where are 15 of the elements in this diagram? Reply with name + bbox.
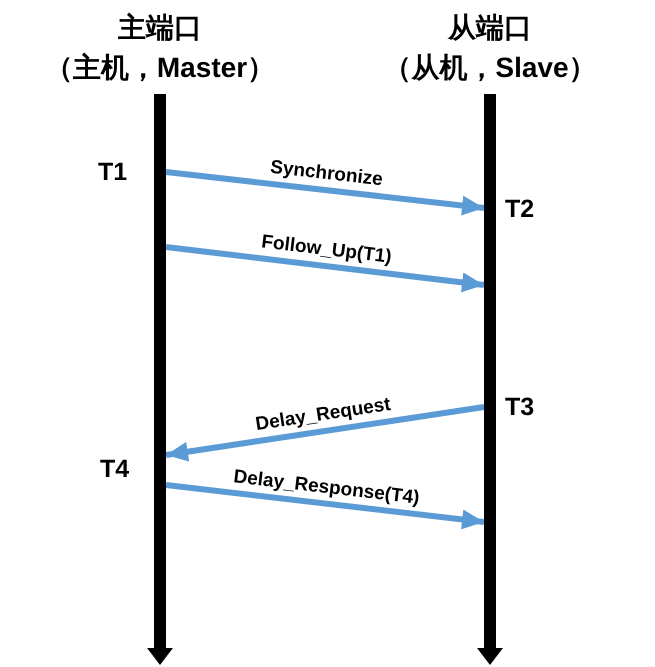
message-arrow xyxy=(166,169,484,216)
lifeline-title: 主端口 xyxy=(117,12,203,44)
message-label: Follow_Up(T1) xyxy=(260,231,394,269)
timestamp-label: T3 xyxy=(505,393,534,422)
lifeline-subtitle: （主机，Master） xyxy=(44,52,276,84)
timestamp-label: T4 xyxy=(100,455,130,484)
message-arrow xyxy=(166,404,484,462)
timestamp-label: T2 xyxy=(505,195,534,224)
lifeline-title: 从端口 xyxy=(446,12,533,44)
timestamp-label: T1 xyxy=(98,158,128,187)
message-label: Delay_Request xyxy=(254,394,392,436)
message-arrow xyxy=(166,482,484,530)
message-label: Synchronize xyxy=(269,156,384,192)
message-arrow xyxy=(166,244,484,292)
lifeline-subtitle: （从机，Slave） xyxy=(382,52,598,84)
